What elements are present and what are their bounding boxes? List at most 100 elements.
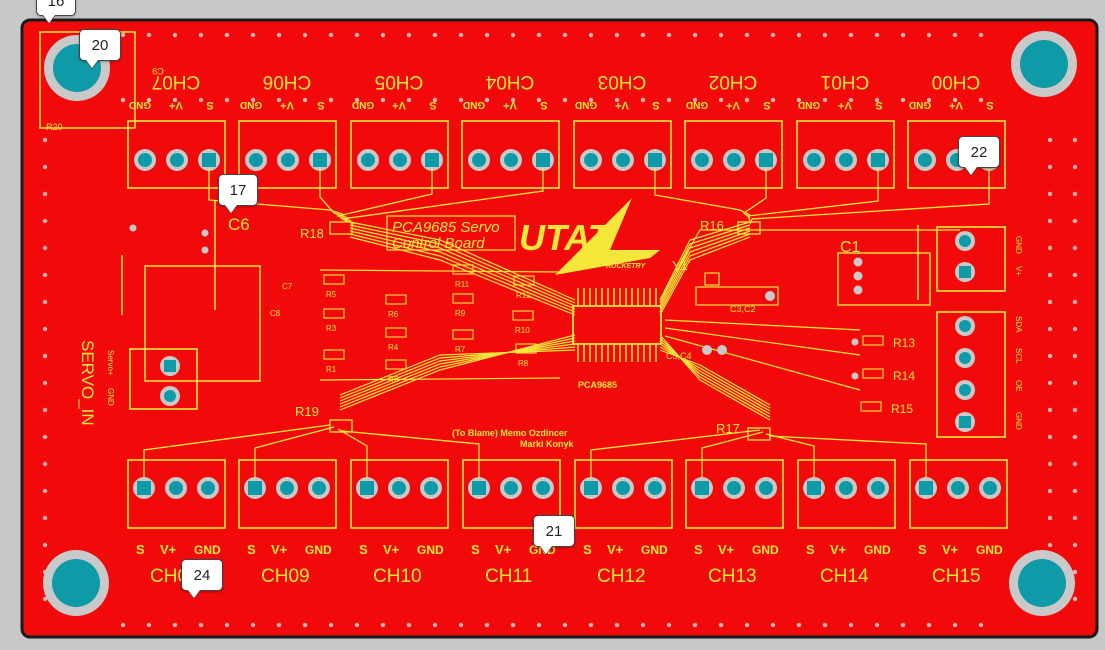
connector-ch06[interactable] — [238, 120, 337, 189]
designator-c6: C6 — [228, 215, 250, 234]
connector-ch10[interactable] — [350, 459, 449, 529]
via — [536, 622, 542, 628]
pin-hole — [839, 481, 853, 495]
callout-17-label: 17 — [229, 181, 247, 199]
pin-hole — [164, 390, 176, 402]
trace — [747, 168, 879, 222]
via — [588, 622, 594, 628]
via — [614, 32, 620, 38]
pin-square — [360, 481, 374, 495]
pin-label-vplus: V+ — [838, 99, 852, 111]
via — [42, 380, 48, 386]
via — [458, 97, 464, 103]
power-connector[interactable] — [936, 226, 1006, 292]
via — [1047, 407, 1053, 413]
connector-ch12[interactable] — [574, 459, 673, 529]
callout-21[interactable]: 21 — [533, 515, 575, 555]
via — [42, 137, 48, 143]
callout-17[interactable]: 17 — [218, 174, 258, 214]
via — [1072, 353, 1078, 359]
designator-r18: R18 — [300, 226, 324, 241]
pin-label-s: S — [986, 99, 993, 111]
pin-label-s: S — [694, 542, 703, 557]
channel-label-ch01: CH01 — [821, 71, 870, 92]
traces-bottom — [143, 424, 927, 478]
via — [1072, 488, 1078, 494]
pin-square — [472, 481, 486, 495]
via — [640, 622, 646, 628]
connector-outline — [936, 311, 1006, 438]
connector-ch04[interactable] — [461, 120, 560, 189]
via — [1072, 191, 1078, 197]
designator-c7: C7 — [282, 282, 293, 291]
via — [1047, 434, 1053, 440]
mounting-hole-pad — [1020, 40, 1068, 88]
pin-label-vplus: V+ — [615, 99, 629, 111]
pin-label-gnd: GND — [305, 543, 332, 557]
pin-hole — [201, 481, 215, 495]
chip-label: PCA9685 — [578, 380, 617, 390]
connector-ch02[interactable] — [684, 120, 783, 189]
connector-ch03[interactable] — [573, 120, 672, 189]
pin-square — [164, 360, 176, 372]
connector-ch09[interactable] — [238, 459, 337, 529]
i2c-pin-oe: OE — [1014, 380, 1023, 392]
trace — [349, 221, 576, 301]
trace — [590, 429, 761, 478]
connector-ch08[interactable] — [127, 459, 226, 529]
via — [1047, 353, 1053, 359]
designator-r2: R2 — [388, 375, 399, 384]
connector-ch15[interactable] — [909, 459, 1008, 529]
mounting-hole-pad — [1018, 559, 1066, 607]
pin-label-s: S — [652, 99, 659, 111]
c1-outline — [837, 252, 931, 306]
pin-label-s: S — [471, 542, 480, 557]
servo-in-connector[interactable] — [129, 348, 198, 410]
via — [406, 97, 412, 103]
connector-ch01[interactable] — [796, 120, 895, 189]
i2c-connector[interactable] — [936, 311, 1006, 438]
resistor-outline — [862, 368, 884, 379]
connector-ch14[interactable] — [797, 459, 896, 529]
callout-20[interactable]: 20 — [79, 29, 121, 69]
connector-ch11[interactable] — [462, 459, 561, 529]
via — [614, 97, 620, 103]
designator-r13: R13 — [893, 336, 915, 350]
via — [562, 622, 568, 628]
via — [1072, 380, 1078, 386]
via — [1047, 245, 1053, 251]
callout-16[interactable]: 16 — [36, 0, 76, 24]
connector-ch13[interactable] — [685, 459, 784, 529]
pin-hole — [280, 481, 294, 495]
connector-outline — [907, 120, 1006, 189]
connector-ch07[interactable] — [127, 120, 226, 189]
callout-22[interactable]: 22 — [958, 136, 1000, 176]
via-pad — [765, 291, 775, 301]
pin-hole — [584, 153, 598, 167]
channel-label-ch13: CH13 — [708, 566, 757, 587]
c2-outline — [695, 286, 779, 306]
via-pad — [129, 224, 137, 232]
via — [380, 32, 386, 38]
channel-label-ch10: CH10 — [373, 566, 422, 587]
resistor-outline — [385, 359, 407, 370]
pin-label-vplus: V+ — [271, 542, 288, 557]
connector-ch05[interactable] — [350, 120, 449, 189]
channel-label-ch00: CH00 — [932, 71, 981, 92]
via — [120, 97, 126, 103]
via — [42, 488, 48, 494]
via — [1072, 542, 1078, 548]
designator-r1: R1 — [326, 365, 337, 374]
via — [718, 622, 724, 628]
via — [952, 97, 958, 103]
pin-label-gnd: GND — [752, 543, 779, 557]
via — [1072, 272, 1078, 278]
via — [354, 622, 360, 628]
pin-square — [759, 153, 773, 167]
via — [1047, 164, 1053, 170]
callout-24[interactable]: 24 — [181, 559, 223, 599]
via — [848, 32, 854, 38]
pca9685-chip[interactable] — [572, 305, 662, 345]
pin-hole — [281, 153, 295, 167]
via — [1047, 542, 1053, 548]
